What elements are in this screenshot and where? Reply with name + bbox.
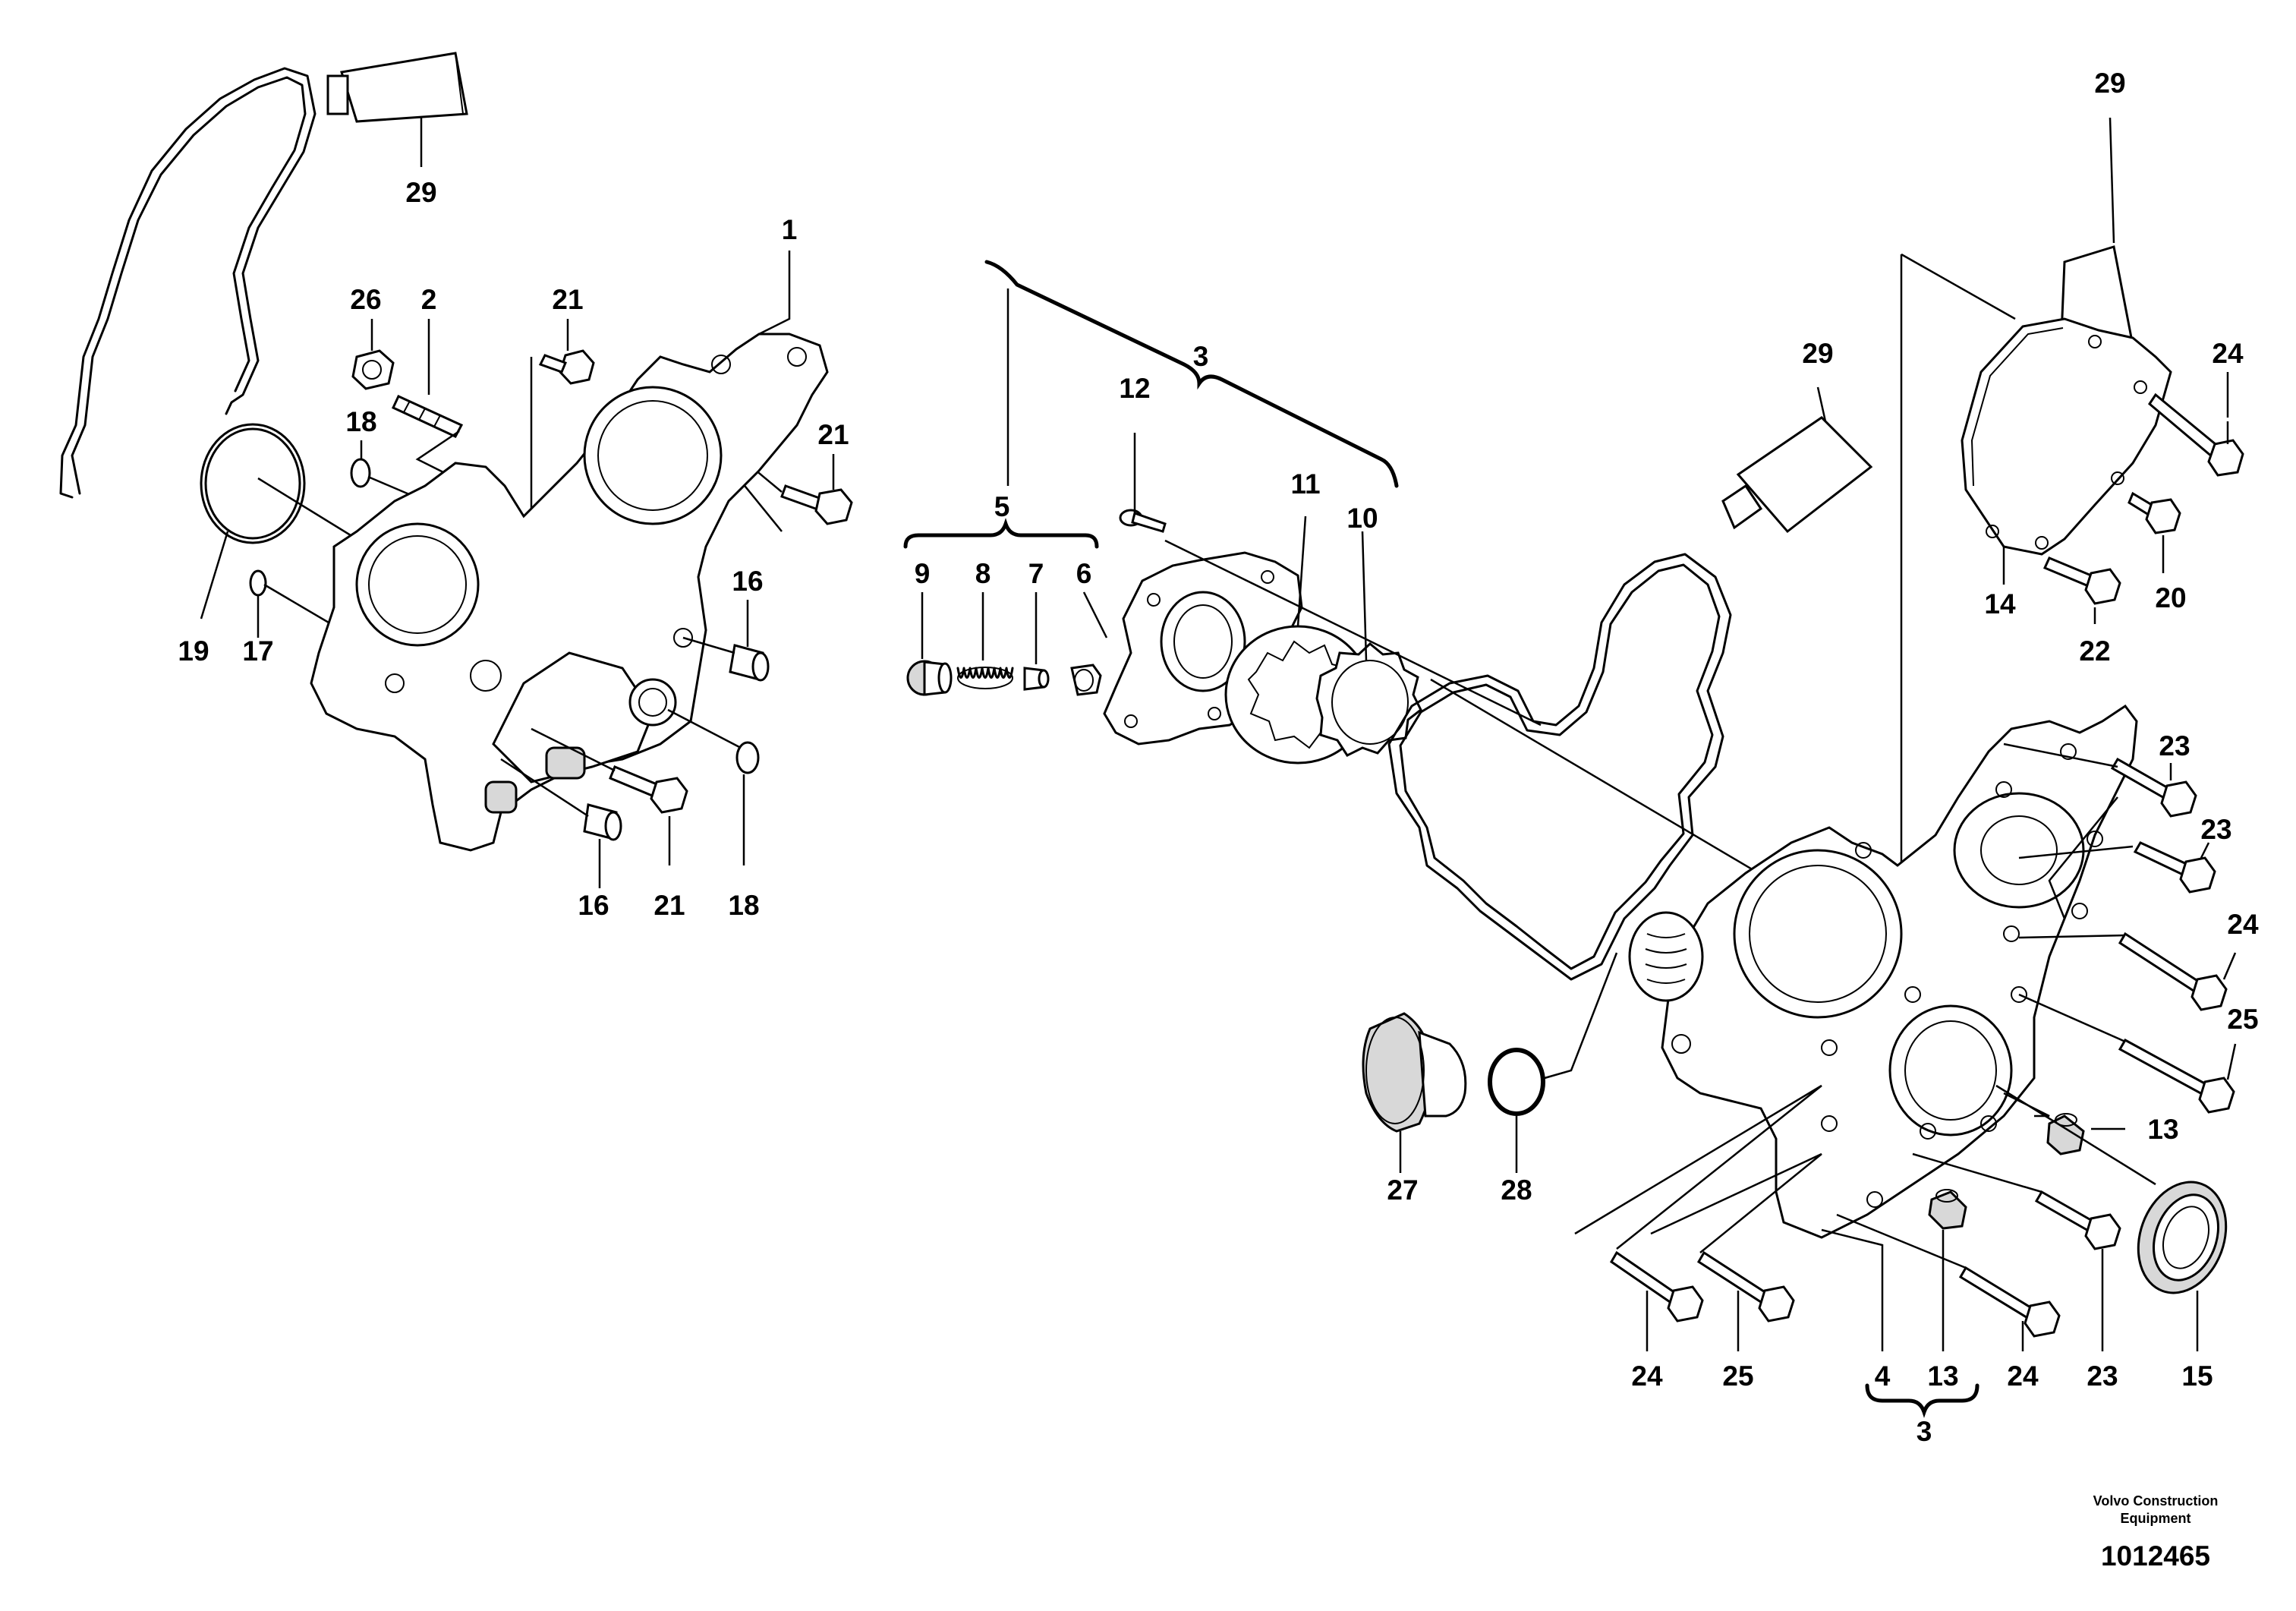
stud-2-icon (392, 395, 464, 438)
callout-13-bottom: 13 (1927, 1360, 1958, 1392)
callout-8: 8 (975, 558, 991, 589)
brand-line-1: Volvo Construction (2093, 1493, 2219, 1509)
callout-13-right: 13 (2147, 1114, 2178, 1145)
callout-24-d: 24 (2007, 1360, 2039, 1392)
callout-24-c: 24 (1631, 1360, 1663, 1392)
callout-21-right: 21 (817, 419, 849, 450)
spring-8-icon (956, 667, 1014, 689)
o-ring-19-icon (200, 423, 306, 544)
bolt-22-icon (2042, 556, 2121, 605)
gasket-outline-left-inner (71, 76, 307, 495)
callout-25-a: 25 (2227, 1004, 2258, 1035)
callout-2: 2 (421, 284, 437, 315)
callout-6: 6 (1076, 558, 1092, 589)
bolt-24-c-icon (1610, 1250, 1704, 1323)
sealant-tube-middle-icon (1721, 416, 1873, 534)
bolt-24-b-icon (2118, 932, 2228, 1011)
callout-20: 20 (2155, 582, 2186, 613)
inner-rotor-10-icon (1315, 642, 1422, 757)
callout-21-top: 21 (552, 284, 583, 315)
dowel-16-bottom-icon (583, 803, 622, 841)
callout-24-top: 24 (2212, 338, 2244, 369)
cover-14-icon (1961, 317, 2172, 556)
o-ring-18-right-icon (735, 741, 760, 774)
callout-5: 5 (994, 491, 1010, 522)
callout-15: 15 (2181, 1360, 2213, 1392)
case-gasket-outline (1387, 553, 1732, 981)
bolt-21-right-icon (780, 484, 853, 525)
o-ring-17-icon (249, 569, 267, 597)
callout-26: 26 (350, 284, 381, 315)
brace-3-top (984, 260, 1399, 488)
callout-19: 19 (178, 635, 209, 667)
callout-22: 22 (2079, 635, 2110, 667)
callout-25-b: 25 (1722, 1360, 1753, 1392)
left-timing-cover-assembly (59, 52, 853, 865)
bolt-25-a-icon (2118, 1038, 2235, 1114)
o-ring-28-icon (1488, 1048, 1545, 1116)
callout-28: 28 (1501, 1174, 1532, 1206)
brace-5 (903, 518, 1099, 549)
document-number: 1012465 (2101, 1540, 2210, 1572)
callout-29-middle: 29 (1802, 338, 1833, 369)
oil-filler-cap-27-icon (1362, 1012, 1467, 1133)
callout-7: 7 (1028, 558, 1044, 589)
brand-line-2: Equipment (2121, 1511, 2191, 1526)
bolt-21-top-icon (538, 349, 595, 385)
bolt-25-b-icon (1696, 1250, 1795, 1323)
callout-4: 4 (1875, 1360, 1891, 1392)
callout-21-bottom: 21 (654, 890, 685, 921)
bolt-21-bottom-icon (609, 765, 688, 814)
right-timing-case-assembly (1362, 117, 2244, 1418)
callout-23-c: 23 (2087, 1360, 2118, 1392)
callout-29: 29 (405, 177, 436, 208)
valve-body-6-icon (1070, 664, 1102, 696)
plug-13-bottom-icon (1928, 1189, 1967, 1230)
gasket-outline-left (59, 67, 317, 499)
callout-18-top: 18 (345, 406, 376, 437)
brace-3-bottom (1865, 1383, 1979, 1418)
oil-seal-15-icon (2137, 1181, 2228, 1294)
callout-12: 12 (1119, 373, 1150, 404)
piston-7-icon (1023, 667, 1050, 691)
dowel-16-right-icon (729, 644, 770, 682)
callout-17: 17 (242, 635, 273, 667)
callout-10: 10 (1346, 503, 1378, 534)
callout-3-bottom: 3 (1916, 1416, 1932, 1447)
plug-9-icon (906, 660, 953, 696)
callout-1: 1 (782, 214, 798, 245)
nut-26-icon (351, 349, 395, 390)
callout-29-top-right: 29 (2094, 68, 2125, 99)
bolt-23-a-icon (2110, 757, 2197, 818)
callout-3-top: 3 (1193, 341, 1209, 372)
oil-pump-assembly (903, 260, 1542, 765)
callout-23-b: 23 (2200, 814, 2231, 845)
timing-case-icon (1628, 704, 2138, 1239)
bolt-24-d-icon (1958, 1266, 2061, 1338)
bolt-20-icon (2128, 491, 2181, 534)
callout-9: 9 (915, 558, 931, 589)
callout-23-a: 23 (2159, 730, 2190, 761)
callout-18-bottom: 18 (728, 890, 759, 921)
callout-27: 27 (1387, 1174, 1418, 1206)
bolt-23-b-icon (2133, 841, 2216, 894)
sealant-tube-icon (326, 52, 468, 123)
o-ring-18-icon (350, 458, 371, 488)
callout-11: 11 (1290, 468, 1320, 500)
bolt-24-top-icon (2148, 393, 2244, 477)
callout-24-b: 24 (2227, 909, 2259, 940)
callout-16-bottom: 16 (578, 890, 609, 921)
bolt-23-c-icon (2034, 1190, 2121, 1250)
callout-16-right: 16 (732, 566, 763, 597)
plug-13-right-icon (2046, 1113, 2085, 1155)
callout-14: 14 (1984, 588, 2016, 619)
timing-cover-1-icon (310, 333, 829, 852)
screw-12-icon (1119, 509, 1167, 533)
